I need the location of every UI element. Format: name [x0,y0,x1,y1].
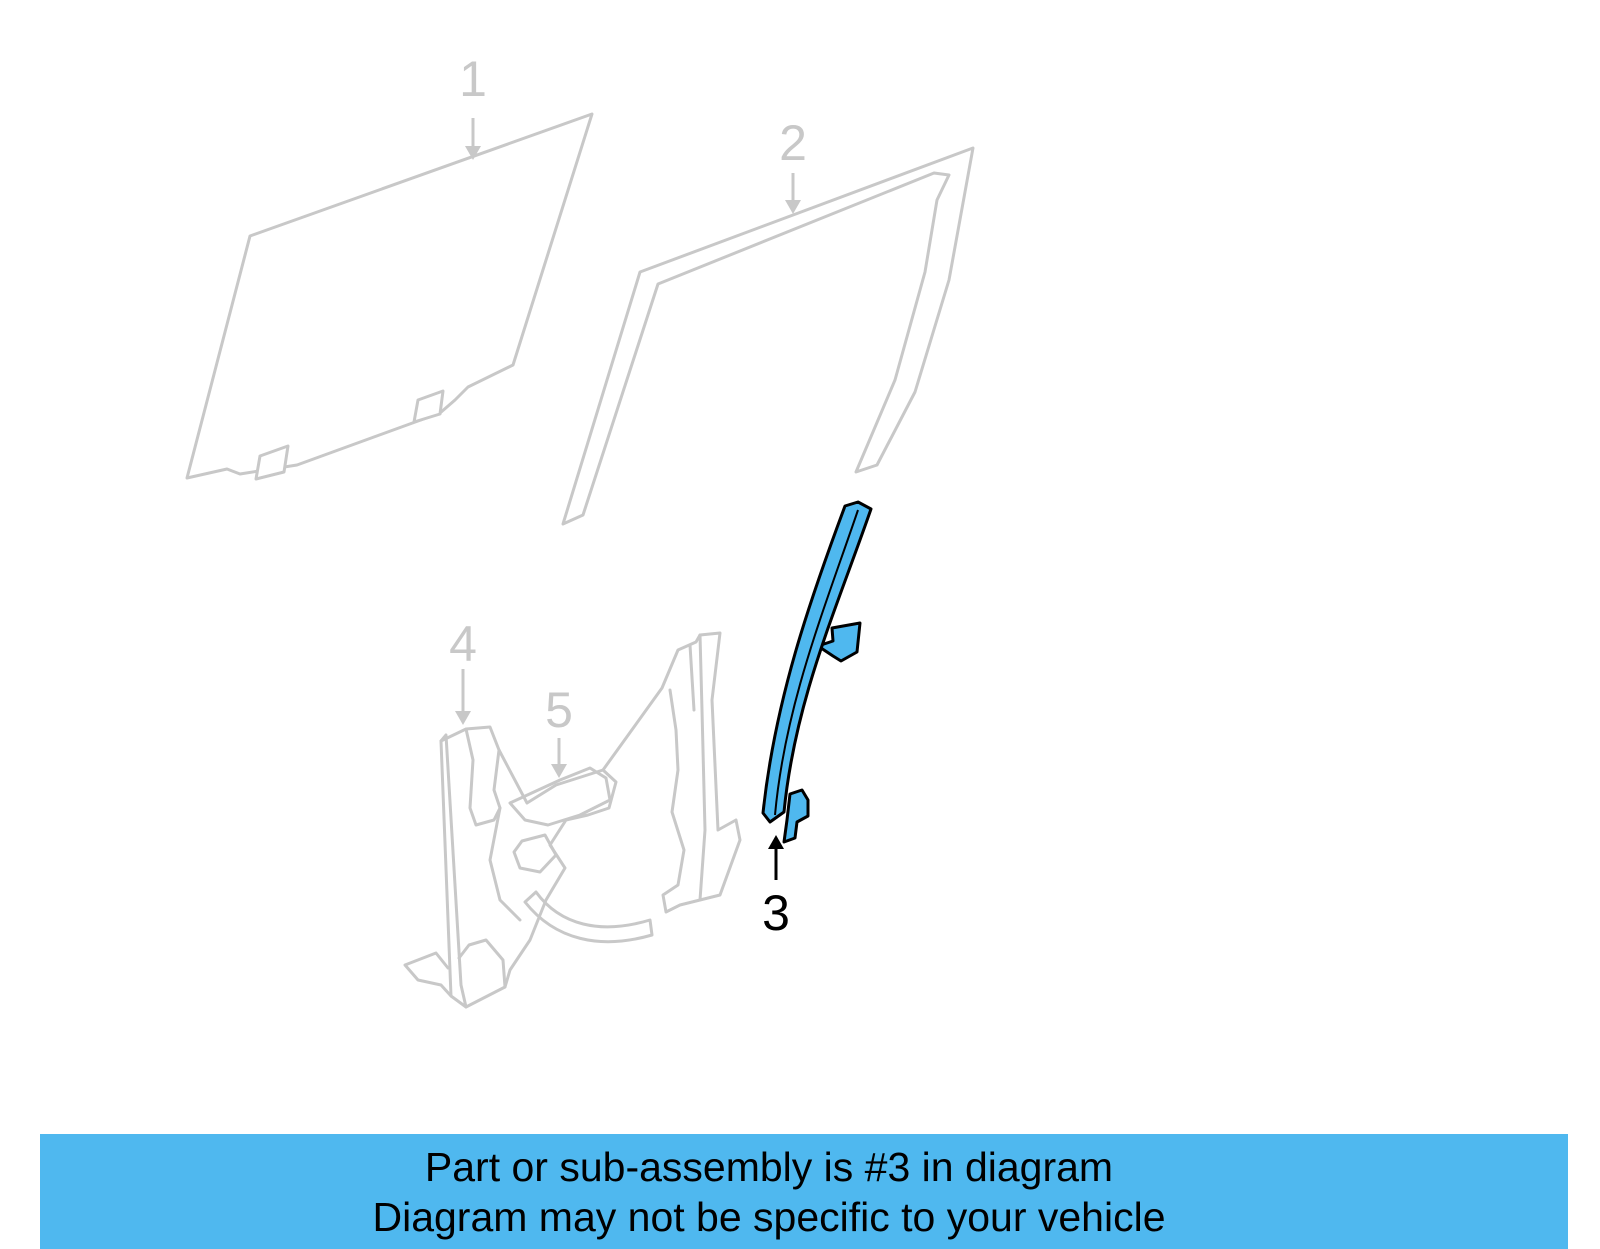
part-3-channel-inner-line [774,509,859,816]
callout-4: 4 [449,616,477,672]
banner-line-part-number: Part or sub-assembly is #3 in diagram [424,1143,1114,1190]
info-banner: Part or sub-assembly is #3 in diagram Di… [40,1134,1568,1249]
part-3-channel-body [761,500,873,824]
callout-arrows [455,118,801,880]
callout-1: 1 [459,51,487,107]
part-5-regulator-motor [508,766,612,827]
part-3-mid-bracket [816,621,862,663]
banner-line-disclaimer: Diagram may not be specific to your vehi… [372,1193,1166,1240]
part-1-window-glass [185,112,594,481]
part-3-rear-guide-channel [761,500,873,844]
callout-3: 3 [762,885,790,941]
part-3-lower-bracket [782,788,810,844]
part-2-run-channel [561,146,975,526]
callout-5: 5 [545,682,573,738]
callout-2: 2 [779,115,807,171]
